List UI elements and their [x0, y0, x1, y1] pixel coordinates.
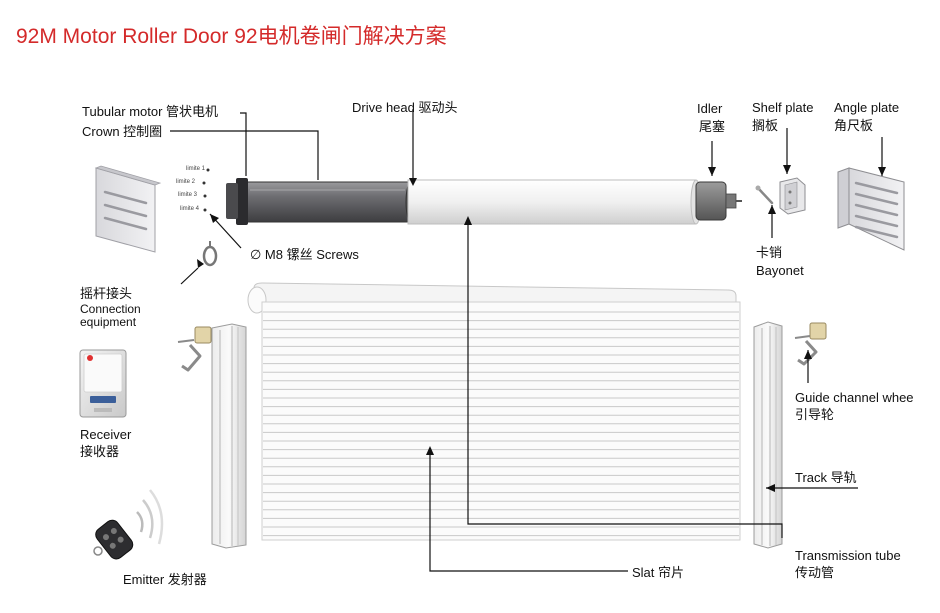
- label-track: Track 导轨: [795, 470, 857, 485]
- guide-wheel-left: [177, 326, 212, 372]
- label-receiver-en: Receiver: [80, 427, 132, 442]
- label-guide-wheel-en: Guide channel whee: [795, 390, 914, 405]
- label-connection-cn: 摇杆接头: [80, 286, 133, 301]
- label-shelf-plate-cn: 搁板: [752, 118, 779, 133]
- roller-curtain: [247, 282, 741, 541]
- label-emitter: Emitter 发射器: [123, 572, 207, 587]
- label-angle-plate-en: Angle plate: [834, 100, 900, 115]
- label-shelf-plate-en: Shelf plate: [752, 100, 814, 115]
- label-connection-en-2: equipment: [80, 315, 137, 329]
- label-receiver-cn: 接收器: [80, 444, 120, 459]
- bayonet-pin: [755, 185, 774, 205]
- transmission-tube: [407, 179, 702, 225]
- left-guide-rail: [211, 323, 247, 549]
- label-connection-en-1: Connection: [80, 302, 141, 316]
- angle-plate: [837, 167, 905, 251]
- label-drive-head: Drive head 驱动头: [352, 100, 458, 115]
- limit-tag-2: limite 2: [176, 179, 196, 185]
- diagram-title: 92M Motor Roller Door 92电机卷闸门解决方案: [16, 25, 447, 48]
- label-tubular-motor: Tubular motor 管状电机: [82, 104, 219, 119]
- label-idler-en: Idler: [697, 101, 723, 116]
- label-bayonet-cn: 卡销: [756, 245, 783, 260]
- limit-tag-4: limite 4: [180, 206, 200, 212]
- label-bayonet-en: Bayonet: [756, 263, 804, 278]
- label-slat: Slat 帘片: [632, 565, 685, 580]
- connection-equipment: [202, 241, 218, 267]
- label-screws: ∅ M8 镙丝 Screws: [250, 247, 359, 262]
- label-transmission-en: Transmission tube: [795, 548, 901, 563]
- label-idler-cn: 尾塞: [699, 119, 726, 134]
- tubular-motor: [226, 178, 417, 225]
- label-guide-wheel-cn: 引导轮: [795, 407, 835, 422]
- emitter: [93, 489, 164, 560]
- idler: [695, 181, 742, 221]
- limit-tag-1: limite 1: [186, 166, 206, 172]
- receiver: [79, 349, 127, 418]
- label-crown: Crown 控制圈: [82, 124, 163, 139]
- shelf-plate: [779, 177, 806, 215]
- limit-markers: [202, 168, 210, 212]
- arrow-heads: [197, 165, 886, 492]
- label-angle-plate-cn: 角尺板: [834, 118, 874, 133]
- right-guide-rail: [753, 321, 783, 549]
- label-transmission-cn: 传动管: [795, 565, 835, 580]
- left-wall-bracket: [94, 165, 162, 253]
- limit-tag-3: limite 3: [178, 192, 198, 198]
